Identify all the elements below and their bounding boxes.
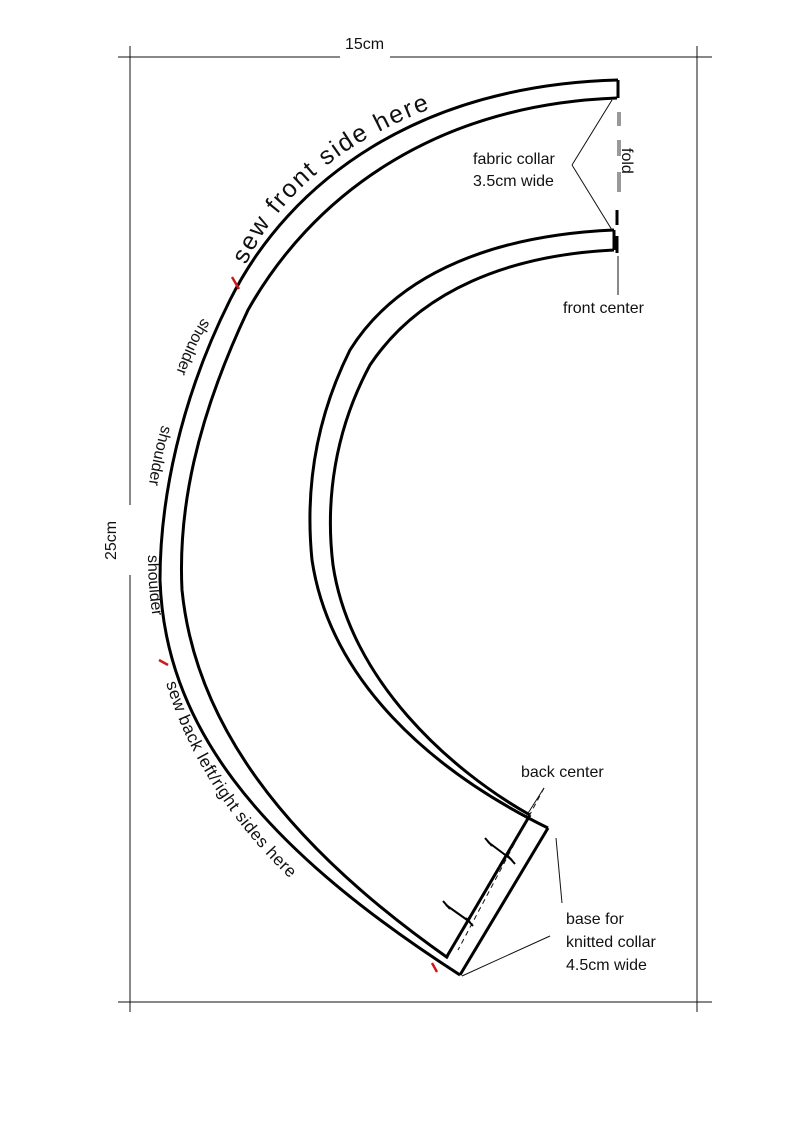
front-center-label: front center (563, 300, 645, 317)
back-end-lines (444, 814, 563, 977)
bounding-frame (118, 46, 712, 1012)
back-center-marks (442, 787, 545, 951)
fabric-collar-label-2: 3.5cm wide (473, 173, 554, 190)
sew-back-text: sew back left/right sides here (162, 679, 301, 882)
height-dimension-label: 25cm (103, 521, 120, 560)
seam-markers (158, 276, 439, 973)
shoulder-text-3: shoulder (144, 555, 166, 618)
base-label-3: 4.5cm wide (566, 957, 647, 974)
base-label-2: knitted collar (566, 934, 656, 951)
width-dimension-label: 15cm (345, 36, 384, 53)
fold-label: fold (618, 148, 635, 174)
fabric-collar-label-1: fabric collar (473, 151, 555, 168)
collar-outer-outline (158, 78, 620, 977)
collar-inner-outline (308, 228, 616, 830)
back-center-label: back center (521, 764, 604, 781)
leader-lines (571, 99, 619, 295)
base-label-1: base for (566, 911, 624, 928)
fold-dashes (615, 112, 621, 253)
